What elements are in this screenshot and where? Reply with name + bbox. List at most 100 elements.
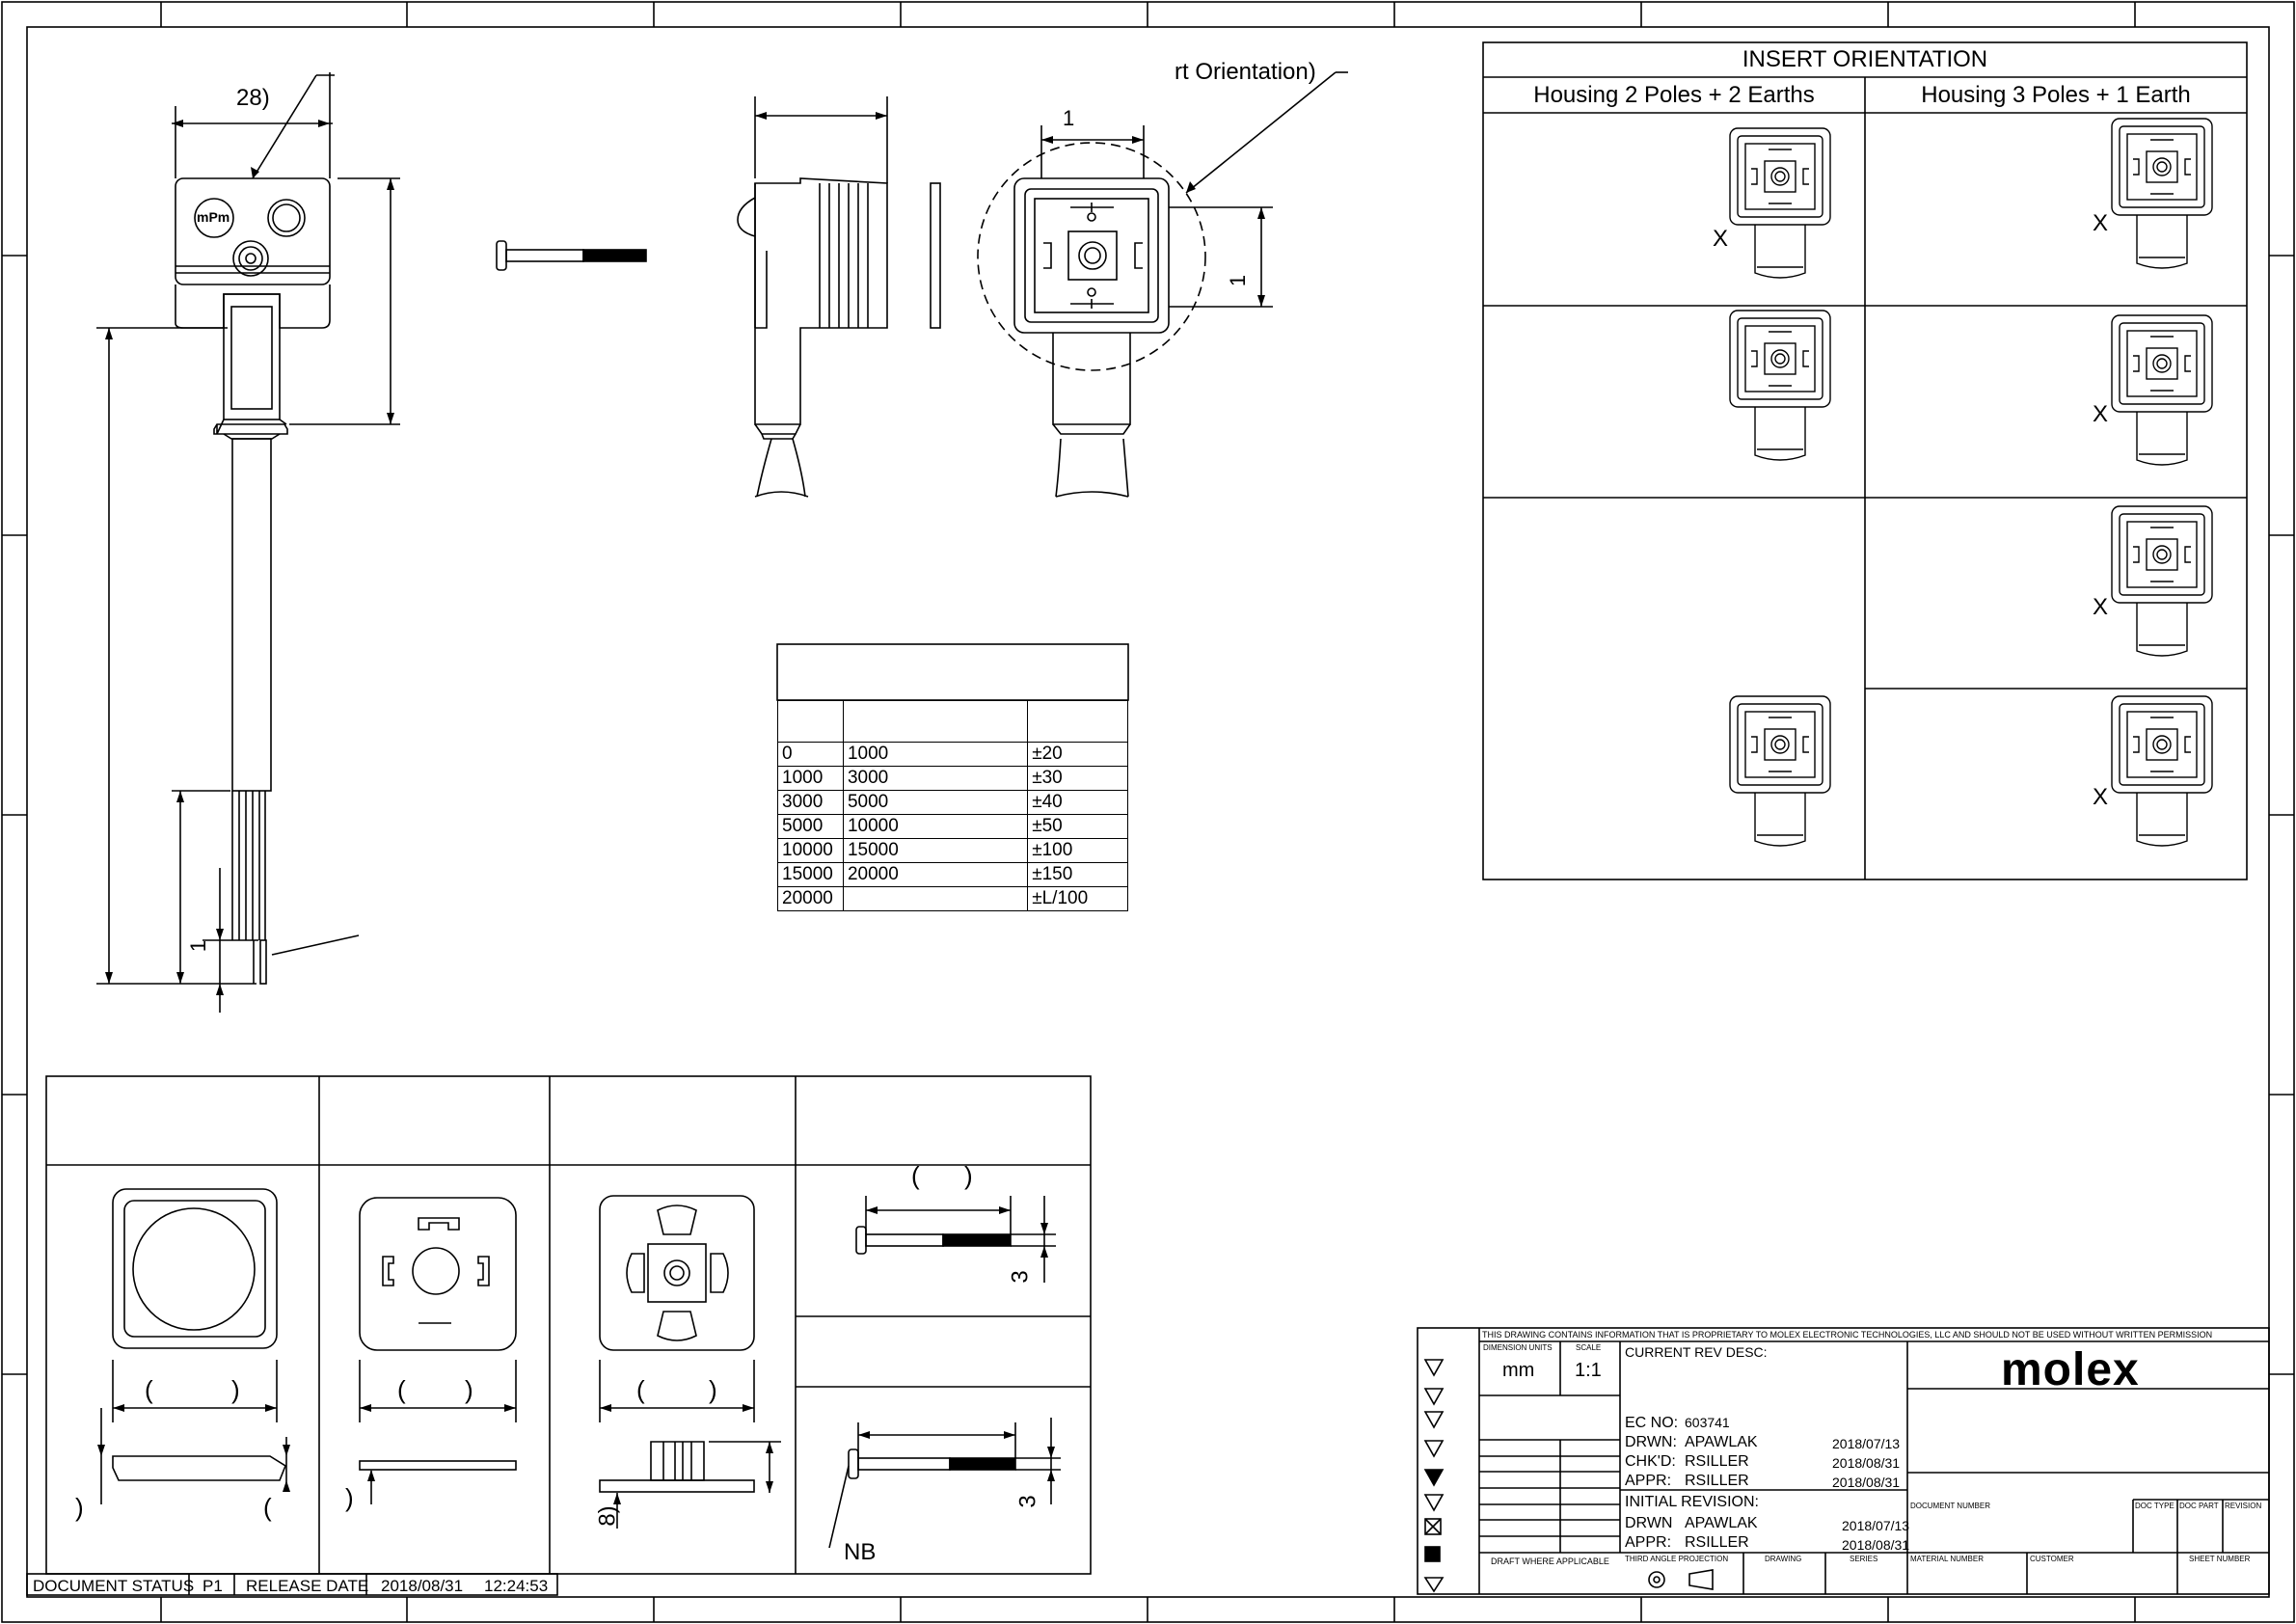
dim-1-top-label: 1 [1063,106,1075,130]
tolerance-header-row [777,700,1128,743]
appr-value: RSILLER [1685,1473,1749,1489]
paren-close: ) [345,1483,354,1512]
initial-revision-label: INITIAL REVISION: [1625,1494,1759,1510]
col-header-2-poles: Housing 2 Poles + 2 Earths [1533,82,1815,108]
table-row: 20000 ±L/100 [777,886,1128,911]
chkd-value: RSILLER [1685,1453,1749,1470]
tol-to: 10000 [842,814,1029,839]
tolerance-header-cell [777,700,844,743]
paren-close: ) [964,1161,973,1190]
document-status-label: DOCUMENT STATUS [33,1577,195,1595]
insert-connector-drawing [1729,127,1831,279]
customer-label: CUSTOMER [2030,1555,2074,1563]
appr-label: APPR: [1625,1473,1672,1489]
series-label: SERIES [1850,1555,1878,1563]
paren-close: ) [709,1375,717,1404]
revision-label: REVISION [2225,1502,2262,1510]
tol-value: ±100 [1027,838,1128,863]
drawing-label: DRAWING [1765,1555,1802,1563]
tol-value: ±40 [1027,790,1128,815]
tol-value: ±L/100 [1027,886,1128,911]
doc-part-label: DOC PART [2179,1502,2219,1510]
tol-value: ±30 [1027,766,1128,791]
tol-from: 1000 [777,766,844,791]
sheet-number-label: SHEET NUMBER [2189,1555,2251,1563]
init-drwn-value: APAWLAK [1685,1515,1758,1531]
orientation-marker-x: X [2093,594,2109,620]
tol-from: 5000 [777,814,844,839]
insert-connector-drawing [2111,505,2213,657]
tol-value: ±20 [1027,742,1128,767]
paren-close: ) [465,1375,473,1404]
tol-to: 15000 [842,838,1029,863]
drwn-value: APAWLAK [1685,1434,1758,1450]
orientation-marker-x: X [2093,210,2109,236]
current-rev-desc-label: CURRENT REV DESC: [1625,1344,1768,1360]
scale-value: 1:1 [1575,1360,1602,1381]
tol-to: 3000 [842,766,1029,791]
init-appr-label: APPR: [1625,1534,1672,1551]
release-date-value: 2018/08/31 [381,1577,464,1595]
dim-28-label: 28) [236,85,270,111]
tolerance-header-cell [1027,700,1128,743]
doc-type-label: DOC TYPE [2135,1502,2174,1510]
insert-orientation-title: INSERT ORIENTATION [1742,46,1988,72]
tol-to [842,886,1029,911]
tol-from: 3000 [777,790,844,815]
drwn-date: 2018/07/13 [1832,1436,1901,1451]
dim-3-label: 3 [1007,1270,1034,1284]
nb-label: NB [844,1539,877,1565]
init-drwn-label: DRWN [1625,1515,1673,1531]
dimension-units-label: DIMENSION UNITS [1483,1343,1553,1352]
dim-8-label: 8) [594,1505,621,1527]
tol-from: 20000 [777,886,844,911]
insert-connector-drawing [1729,695,1831,847]
paren-open: ( [397,1375,406,1404]
tol-to: 20000 [842,862,1029,887]
dim-1-right-label: 1 [1226,274,1251,287]
tol-from: 15000 [777,862,844,887]
release-date-label: RELEASE DATE [246,1577,369,1595]
paren-open: ( [263,1493,272,1522]
paren-close: ) [75,1493,84,1522]
orientation-callout-label: rt Orientation) [1175,59,1316,85]
units-value: mm [1502,1360,1535,1381]
insert-connector-drawing [2111,118,2213,269]
molex-logo: molex [2001,1344,2140,1395]
proprietary-notice: THIS DRAWING CONTAINS INFORMATION THAT I… [1482,1330,2213,1340]
brand-mark-icon: mPm [197,209,230,225]
init-appr-date: 2018/08/31 [1842,1537,1910,1553]
material-number-label: MATERIAL NUMBER [1910,1555,1985,1563]
tol-value: ±150 [1027,862,1128,887]
tolerance-header-cell [842,700,1029,743]
tol-value: ±50 [1027,814,1128,839]
dim-1-cable-label: 1 [186,939,211,953]
orientation-marker-x: X [2093,784,2109,810]
paren-open: ( [145,1375,153,1404]
col-header-3-poles: Housing 3 Poles + 1 Earth [1921,82,2191,108]
init-drwn-date: 2018/07/13 [1842,1518,1910,1533]
init-appr-value: RSILLER [1685,1534,1749,1551]
chkd-date: 2018/08/31 [1832,1455,1901,1471]
document-number-label: DOCUMENT NUMBER [1910,1502,1990,1510]
orientation-marker-x: X [1713,226,1729,252]
paren-open: ( [911,1161,920,1190]
document-status-value: P1 [203,1577,223,1595]
insert-connector-drawing [2111,695,2213,847]
appr-date: 2018/08/31 [1832,1475,1901,1490]
orientation-marker-x: X [2093,401,2109,427]
tol-to: 5000 [842,790,1029,815]
paren-open: ( [636,1375,645,1404]
paren-close: ) [231,1375,240,1404]
ec-no-value: 603741 [1685,1415,1730,1430]
tol-from: 0 [777,742,844,767]
insert-connector-drawing [1729,310,1831,461]
chkd-label: CHK'D: [1625,1453,1676,1470]
tol-from: 10000 [777,838,844,863]
